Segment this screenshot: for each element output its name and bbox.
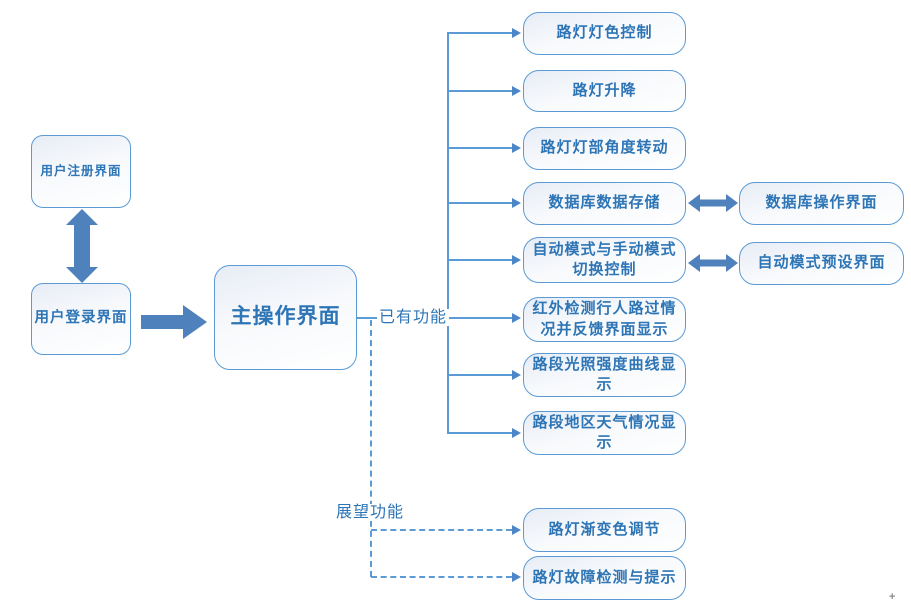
node-main-interface-label: 主操作界面 bbox=[230, 305, 341, 329]
feature-label: 自动模式与手动模式 切换控制 bbox=[532, 240, 677, 278]
feature-label: 路段光照强度曲线显 示 bbox=[532, 355, 677, 393]
node-feature-head-rotation: 路灯灯部角度转动 bbox=[523, 127, 686, 170]
node-future-fault-detect: 路灯故障检测与提示 bbox=[523, 556, 686, 600]
arrowhead-icon bbox=[512, 198, 521, 208]
arrowhead-icon bbox=[512, 28, 521, 38]
node-feature-lift: 路灯升降 bbox=[523, 70, 686, 112]
right-arrow-icon bbox=[141, 305, 207, 339]
feature-label: 路灯灯色控制 bbox=[556, 24, 653, 42]
double-arrow-horizontal-icon bbox=[688, 254, 738, 272]
feature-label: 路段地区天气情况显 示 bbox=[532, 413, 677, 451]
double-arrow-horizontal-icon bbox=[688, 194, 738, 212]
node-feature-light-curve: 路段光照强度曲线显 示 bbox=[523, 353, 686, 397]
node-future-gradient-color: 路灯渐变色调节 bbox=[523, 508, 686, 552]
branch-line-8 bbox=[449, 432, 513, 434]
arrowhead-icon bbox=[512, 572, 521, 582]
node-feature-mode-switch: 自动模式与手动模式 切换控制 bbox=[523, 237, 686, 283]
arrowhead-icon bbox=[512, 313, 521, 323]
feature-label: 路灯故障检测与提示 bbox=[532, 568, 677, 586]
existing-functions-label: 已有功能 bbox=[377, 309, 450, 326]
arrowhead-icon bbox=[512, 428, 521, 438]
feature-label: 路灯升降 bbox=[572, 81, 637, 99]
feature-label: 路灯渐变色调节 bbox=[548, 520, 661, 538]
dashed-branch-line-1 bbox=[371, 529, 512, 531]
future-functions-label: 展望功能 bbox=[334, 504, 407, 521]
branch-line-6 bbox=[449, 317, 513, 319]
node-user-register-label: 用户注册界面 bbox=[40, 164, 122, 179]
feature-label: 数据库数据存储 bbox=[548, 194, 661, 212]
interface-label: 数据库操作界面 bbox=[765, 194, 878, 212]
node-user-login-label: 用户登录界面 bbox=[34, 310, 128, 327]
node-user-login: 用户登录界面 bbox=[31, 283, 131, 355]
node-feature-light-color: 路灯灯色控制 bbox=[523, 12, 686, 55]
node-feature-infrared-detect: 红外检测行人路过情 况并反馈界面显示 bbox=[523, 297, 686, 342]
dashed-branch-line-2 bbox=[371, 576, 512, 578]
node-feature-weather: 路段地区天气情况显 示 bbox=[523, 411, 686, 455]
branch-line-1 bbox=[449, 32, 513, 34]
branch-line-5 bbox=[449, 259, 513, 261]
node-db-operation-interface: 数据库操作界面 bbox=[739, 182, 904, 225]
feature-label: 红外检测行人路过情 况并反馈界面显示 bbox=[532, 300, 677, 338]
branch-line-4 bbox=[449, 202, 513, 204]
node-main-interface: 主操作界面 bbox=[214, 265, 357, 370]
arrowhead-icon bbox=[512, 255, 521, 265]
interface-label: 自动模式预设界面 bbox=[757, 254, 886, 272]
branch-line-7 bbox=[449, 374, 513, 376]
arrowhead-icon bbox=[512, 370, 521, 380]
arrowhead-icon bbox=[512, 525, 521, 535]
feature-label: 路灯灯部角度转动 bbox=[540, 139, 669, 157]
connector-trunk-line bbox=[447, 32, 449, 434]
branch-line-3 bbox=[449, 147, 513, 149]
double-arrow-vertical-icon bbox=[66, 209, 98, 283]
branch-line-2 bbox=[449, 90, 513, 92]
node-feature-db-storage: 数据库数据存储 bbox=[523, 182, 686, 225]
arrowhead-icon bbox=[512, 86, 521, 96]
node-auto-preset-interface: 自动模式预设界面 bbox=[739, 242, 904, 285]
dashed-trunk-line bbox=[370, 320, 372, 577]
node-user-register: 用户注册界面 bbox=[31, 135, 131, 208]
arrowhead-icon bbox=[512, 143, 521, 153]
cursor-artifact: + bbox=[889, 591, 896, 603]
